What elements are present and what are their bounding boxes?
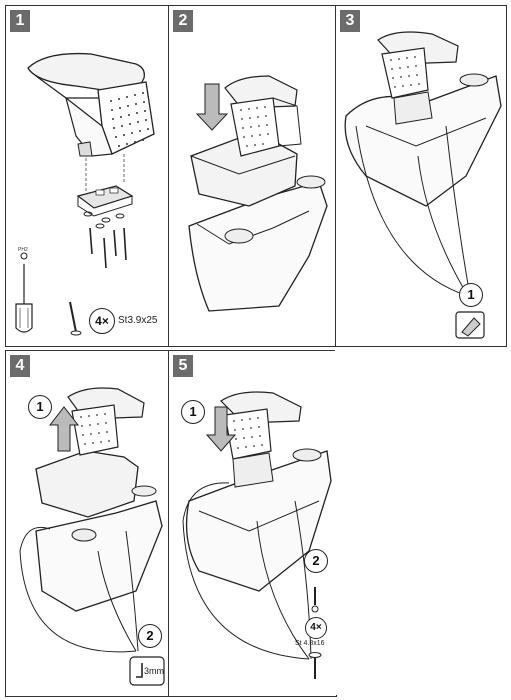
step-3-callout-1: 1 <box>459 283 483 307</box>
step-5-panel: 5 1 <box>168 350 337 697</box>
armrest-mounted-drawing <box>344 31 502 339</box>
screwdriver-tip-label: PH2 <box>18 247 28 253</box>
armrest-removal-drawing <box>19 387 165 686</box>
step-4-callout-up: 1 <box>28 395 52 419</box>
step-5-screw-count: 4× <box>305 617 327 639</box>
step-5-badge: 5 <box>173 355 193 377</box>
instruction-sheet: 1 <box>5 5 507 697</box>
step-4-callout-tool: 2 <box>138 624 162 648</box>
step-2-badge: 2 <box>173 10 193 32</box>
step-5-callout-screw: 2 <box>304 549 328 573</box>
hex-key-size-label: 3mm <box>144 666 164 676</box>
step-4-badge: 4 <box>10 355 30 377</box>
step-2-panel: 2 <box>168 5 337 347</box>
step-5-screw-spec: St 4.8x16 <box>295 640 325 647</box>
step-5-callout-down: 1 <box>181 400 205 424</box>
step-3-badge: 3 <box>340 10 360 32</box>
step-1-badge: 1 <box>10 10 30 32</box>
armrest-exploded-drawing <box>15 52 155 336</box>
step-3-panel: 3 1 <box>335 5 507 347</box>
step-1-panel: 1 <box>5 5 170 347</box>
step-4-panel: 4 1 2 <box>5 350 170 697</box>
screw-spec-label: St3.9x25 <box>118 315 158 326</box>
empty-cell <box>335 350 505 695</box>
console-installation-drawing <box>182 391 332 679</box>
armrest-placement-drawing <box>188 75 328 312</box>
screw-count-badge: 4× <box>89 308 115 334</box>
